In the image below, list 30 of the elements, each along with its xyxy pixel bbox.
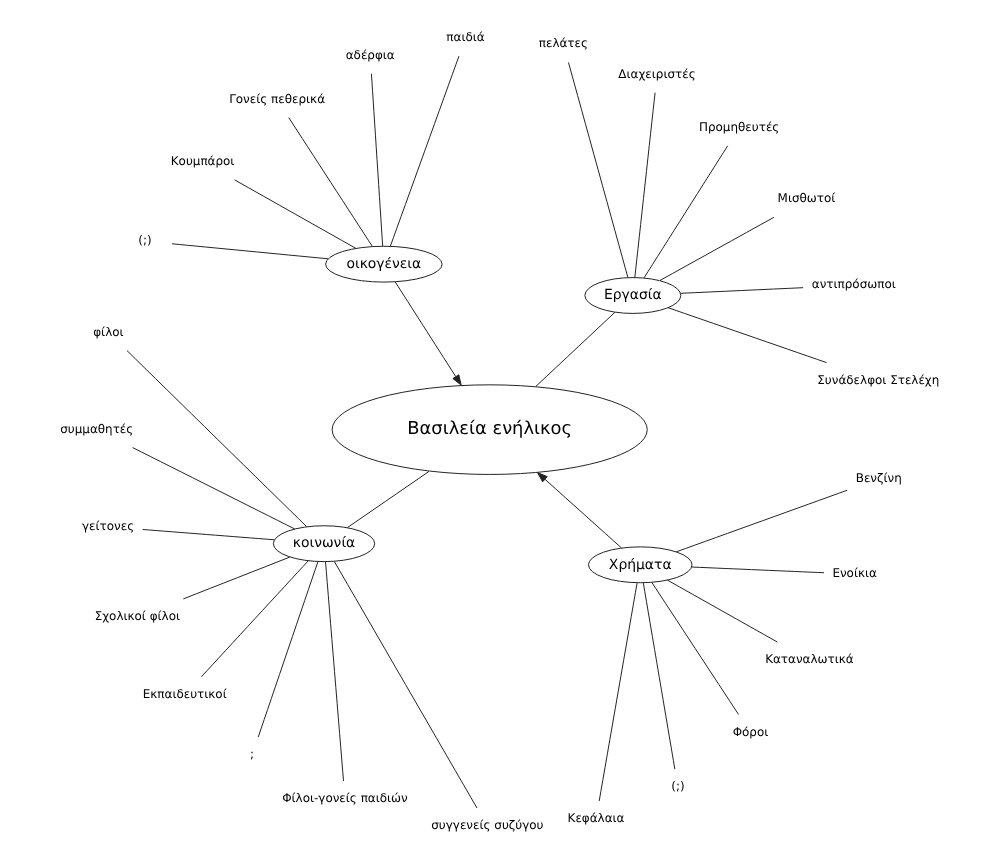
connector <box>651 581 740 715</box>
connector <box>634 92 656 278</box>
arrow <box>537 472 622 549</box>
connector <box>142 529 275 541</box>
connector <box>675 489 848 553</box>
connector <box>171 243 329 260</box>
connector <box>642 582 676 770</box>
connector <box>234 179 357 249</box>
arrow <box>394 281 462 386</box>
connector <box>680 287 804 294</box>
connector <box>126 350 308 528</box>
connector <box>691 566 825 574</box>
connector <box>535 311 616 387</box>
node-ellipse: Βασιλεία ενήλικος <box>331 384 648 475</box>
connector <box>333 560 478 809</box>
connector <box>667 307 827 364</box>
connector <box>182 556 291 600</box>
connector <box>325 561 344 782</box>
connector <box>666 579 778 643</box>
connector <box>389 55 460 247</box>
connector <box>370 73 384 247</box>
connector <box>598 582 638 802</box>
connector <box>201 560 309 678</box>
connector <box>659 216 775 281</box>
connector <box>257 561 319 738</box>
connector <box>568 62 629 278</box>
connector <box>132 447 296 530</box>
connector <box>288 117 373 248</box>
connector <box>643 145 729 279</box>
connector <box>346 470 430 529</box>
